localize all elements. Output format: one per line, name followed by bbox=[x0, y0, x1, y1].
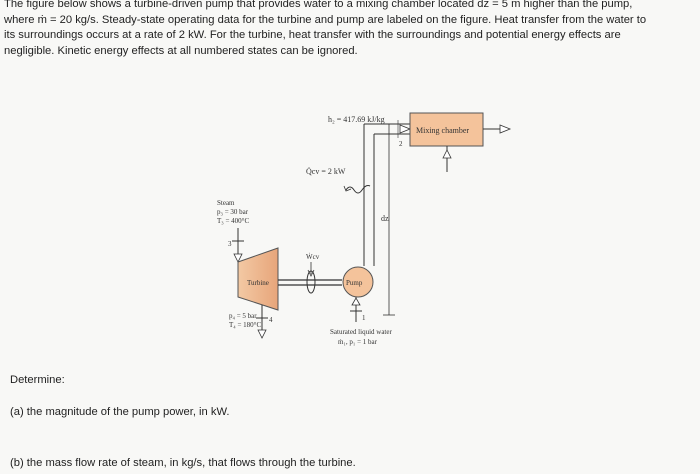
steam-inlet-arrow bbox=[233, 253, 243, 263]
water-label: Saturated liquid water bbox=[330, 328, 392, 336]
heat-transfer-squiggle bbox=[345, 185, 371, 194]
h2-label: h₂ = 417.69 kJ/kg bbox=[328, 115, 385, 124]
determine-label: Determine: bbox=[10, 374, 65, 386]
dz-label: dz bbox=[381, 214, 389, 223]
water-pipe bbox=[363, 123, 410, 266]
question-a: (a) the magnitude of the pump power, in … bbox=[10, 406, 230, 418]
heat-transfer-label: Q̇cv = 2 kW bbox=[306, 166, 346, 176]
steam-label: Steam bbox=[217, 199, 235, 207]
work-arrow-head bbox=[307, 269, 315, 277]
problem-line-4: negligible. Kinetic energy effects at al… bbox=[4, 44, 358, 57]
exhaust-temperature-label: T₄ = 180°C bbox=[229, 321, 261, 329]
turbine-body bbox=[237, 247, 279, 311]
state-2-label: 2 bbox=[399, 140, 403, 148]
bottom-inlet-arrow bbox=[442, 149, 452, 159]
pump-label: Pump bbox=[346, 279, 363, 287]
steam-pressure-label: p₃ = 30 bar bbox=[217, 208, 249, 216]
problem-line-1: The figure below shows a turbine-driven … bbox=[4, 0, 633, 10]
question-b: (b) the mass flow rate of steam, in kg/s… bbox=[10, 457, 356, 469]
dz-dimension bbox=[383, 123, 395, 316]
shaft bbox=[278, 279, 342, 286]
state-3-label: 3 bbox=[228, 240, 232, 248]
exhaust-arrow bbox=[257, 329, 267, 339]
pump-body bbox=[342, 266, 374, 298]
state-1-label: 1 bbox=[362, 314, 366, 322]
steam-temperature-label: T₃ = 400°C bbox=[217, 217, 249, 225]
heat-arrow-head bbox=[343, 185, 352, 192]
inlet-flow-arrow bbox=[399, 124, 412, 134]
state-4-label: 4 bbox=[269, 316, 273, 324]
turbine-label: Turbine bbox=[247, 279, 269, 287]
mixing-chamber-label: Mixing chamber bbox=[416, 126, 469, 135]
work-label: Ẇcv bbox=[306, 253, 320, 261]
problem-line-2: where ṁ = 20 kg/s. Steady-state operatin… bbox=[4, 13, 647, 26]
water-state-label: ṁ₁, p₁ = 1 bar bbox=[338, 338, 378, 346]
outlet-flow-arrow bbox=[499, 124, 512, 134]
shaft-coupling bbox=[306, 270, 316, 294]
pump-inlet-arrow bbox=[351, 297, 361, 306]
problem-statement: The figure below shows a turbine-driven … bbox=[4, 0, 696, 59]
exhaust-pressure-label: p₄ = 5 bar bbox=[229, 312, 257, 320]
problem-line-3: its surroundings occurs at a rate of 2 k… bbox=[4, 29, 621, 41]
